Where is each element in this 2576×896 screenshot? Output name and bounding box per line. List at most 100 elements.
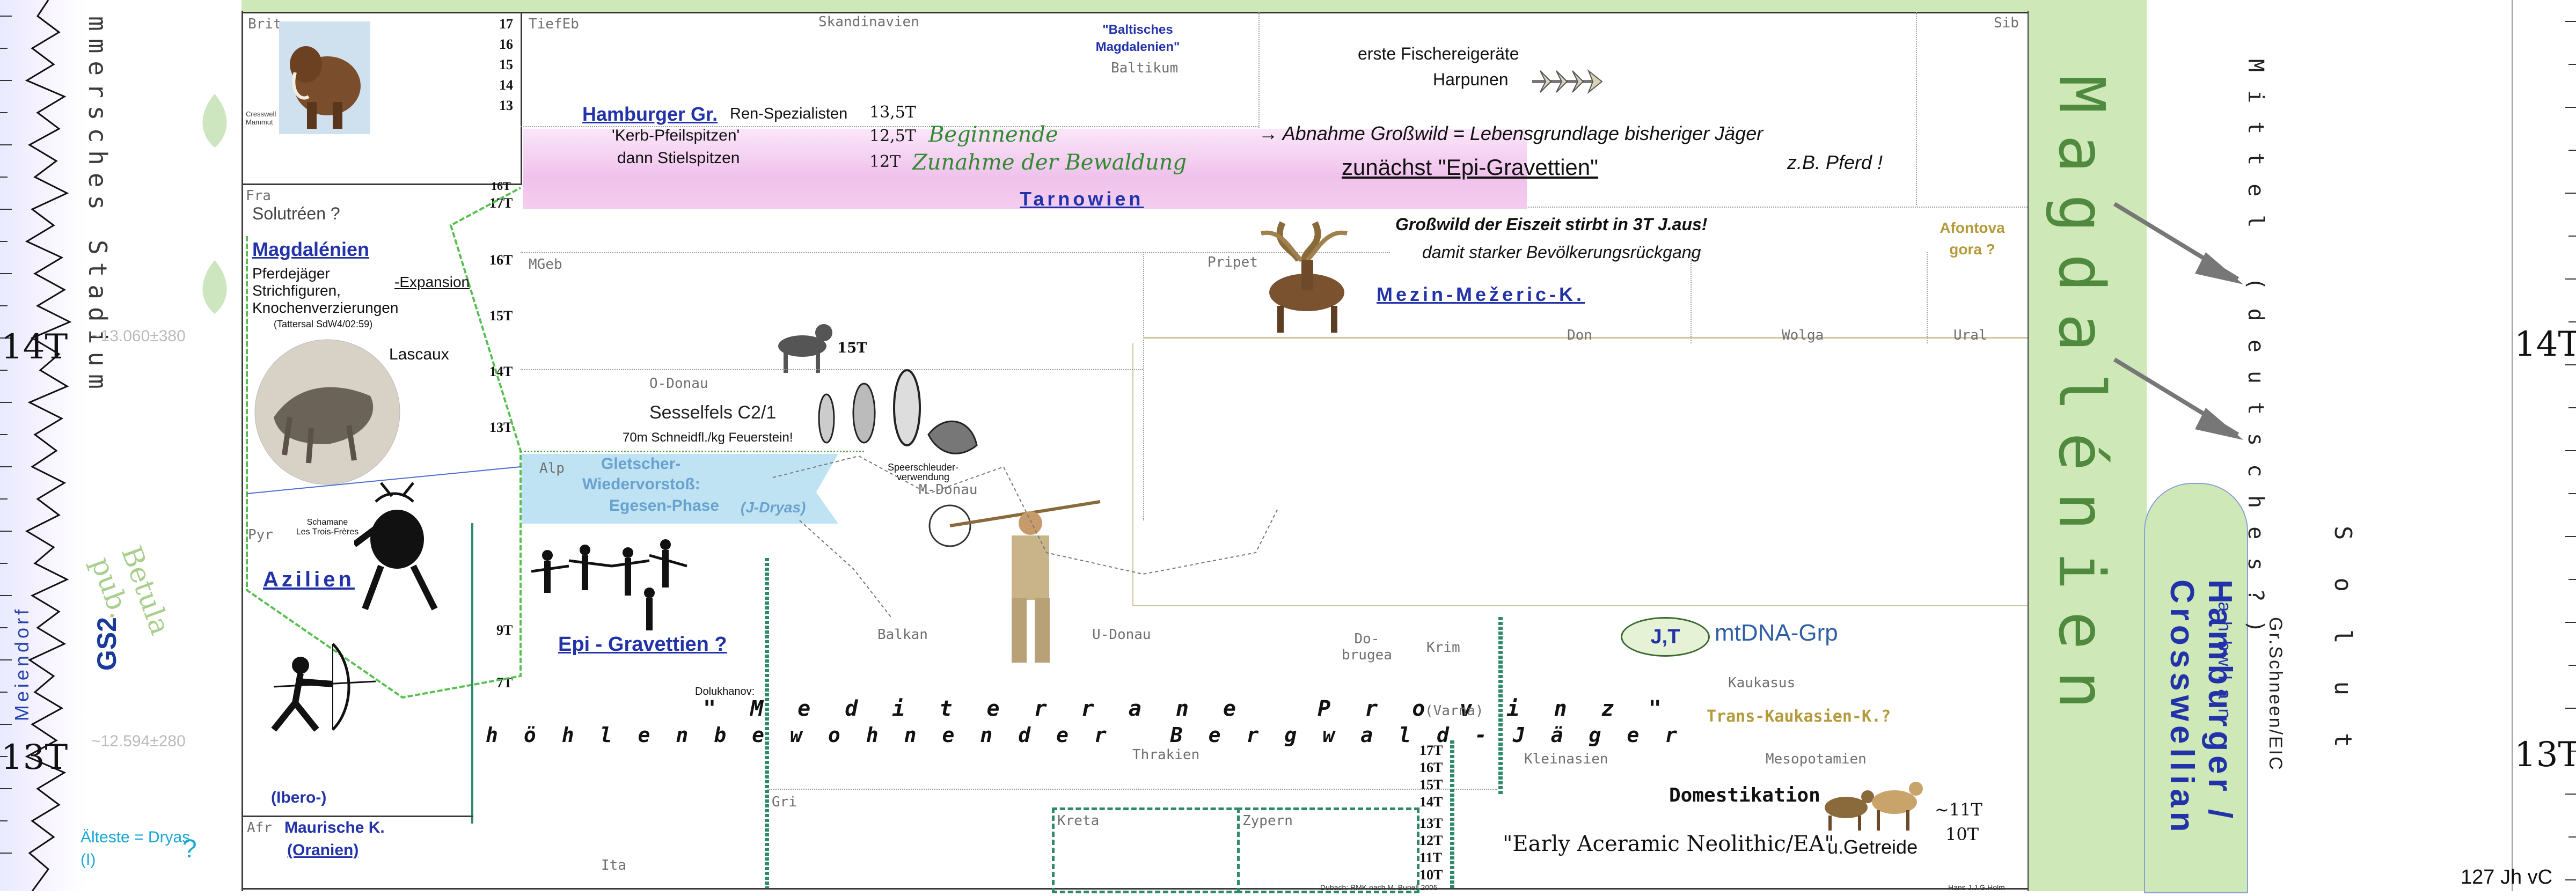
dog-time: 15T — [837, 340, 867, 356]
magdalenien-title[interactable]: Magdalénien — [252, 238, 370, 260]
left-time-3: 16T — [489, 252, 513, 268]
fisch-line2: Harpunen — [1433, 70, 1509, 89]
right-ruler — [2512, 0, 2576, 891]
brit-number: 15 — [499, 57, 513, 72]
bewaldung-line2: Zunahme der Bewaldung — [912, 150, 1187, 175]
divider — [1690, 252, 1692, 343]
gletscher-l1: Gletscher- — [601, 455, 681, 473]
region-zypern: Zypern — [1242, 813, 1293, 829]
divider — [1258, 207, 2028, 208]
region-sib: Sib — [1994, 15, 2019, 31]
archer-image — [271, 643, 376, 732]
value-12594: ~12.594±280 — [91, 732, 186, 750]
region-ural: Ural — [1953, 327, 1987, 343]
divider — [241, 816, 473, 817]
ibero-link[interactable]: (Ibero-) — [271, 789, 327, 806]
gr-schneen-vertical: Gr.Schneen/EIC — [2265, 617, 2286, 772]
region-wolga: Wolga — [1782, 327, 1824, 343]
region-kreta: Kreta — [1057, 813, 1100, 829]
leaf-icon — [202, 260, 227, 314]
lascaux-label: Lascaux — [389, 346, 449, 363]
epi-gravettien-link[interactable]: Epi - Gravettien ? — [558, 633, 727, 656]
right-time-a4: 14T — [1419, 794, 1443, 810]
left-time-7: 9T — [496, 622, 513, 638]
trans-kaukasien: Trans-Kaukasien-K.? — [1707, 707, 1891, 726]
baltisches-label[interactable]: "Baltisches Magdalenien" — [1095, 23, 1180, 54]
hoehlen-label: höhlenbewohnender Bergwald-Jäger — [486, 723, 1703, 747]
region-o-donau: O-Donau — [649, 376, 708, 392]
magdalenien-green-border — [246, 187, 522, 699]
divider — [521, 451, 864, 452]
mediterrane-label: "Mediterrane Provinz" — [703, 696, 1696, 721]
stadium-vertical-text: mmersches Stadium — [83, 16, 112, 396]
region-pripet: Pripet — [1208, 254, 1258, 270]
bewaldung-line1: Beginnende — [928, 122, 1058, 147]
value-13060: ~13.060±380 — [91, 327, 186, 345]
region-m-donau: M-Donau — [919, 482, 978, 498]
label-13t-left: 13T — [1, 738, 68, 777]
lascaux-image — [254, 339, 400, 485]
mezin-link[interactable]: Mezin-Mežeric-K. — [1377, 283, 1585, 305]
region-baltikum: Baltikum — [1111, 60, 1179, 76]
divider — [241, 183, 521, 185]
divider — [767, 789, 1497, 790]
right-time-b1: 13T — [1419, 816, 1443, 831]
left-time-6: 13T — [489, 420, 513, 435]
time-10t: 10T — [1945, 824, 1979, 844]
schneid-label: 70m Schneidfl./kg Feuerstein! — [623, 430, 793, 445]
alp-box — [522, 454, 838, 524]
right-ruler-ticks — [2565, 21, 2576, 880]
region-mgeb: MGeb — [529, 256, 562, 273]
east-empty-box — [1132, 343, 2028, 606]
region-thrakien: Thrakien — [1132, 747, 1200, 763]
map-bottom-border — [241, 888, 2029, 890]
harpoon-icon — [1532, 69, 1603, 94]
maurische-l1[interactable]: Maurische K. — [284, 819, 385, 836]
brit-numbers: 17 16 15 14 13 — [499, 14, 521, 116]
hamburger-title[interactable]: Hamburger Gr. — [582, 103, 718, 125]
azilien-link[interactable]: Azilien — [263, 568, 355, 591]
pink-band — [523, 129, 1527, 209]
divider — [1916, 12, 1917, 205]
region-dobrugea: Do- brugea — [1342, 631, 1392, 663]
tarnowien-link[interactable]: Tarnowien — [1020, 188, 1144, 210]
right-time-a1: 17T — [1419, 743, 1443, 758]
dryas-question: ? — [182, 835, 197, 863]
brit-number: 17 — [499, 16, 513, 32]
afontova-label: Afontova gora ? — [1940, 219, 2005, 258]
region-krim: Krim — [1426, 640, 1460, 656]
region-brit: Brit — [248, 16, 282, 32]
right-time-b3: 11T — [1419, 850, 1442, 865]
region-mesopotamien: Mesopotamien — [1766, 751, 1867, 767]
divider — [1258, 12, 1260, 205]
divider — [1498, 617, 1503, 794]
dancers-image — [531, 539, 687, 630]
solutreen-label: Solutréen ? — [252, 204, 340, 223]
magdalenien-ref: (Tattersal SdW4/02:59) — [274, 319, 373, 329]
region-balkan: Balkan — [877, 627, 928, 643]
mittel-vertical: Mittel (deutsches?) — [2243, 59, 2268, 651]
shaman-image — [354, 482, 438, 611]
brit-number: 13 — [499, 98, 513, 113]
region-gri: Gri — [772, 794, 797, 810]
sesselfels-label: Sesselfels C2/1 — [649, 402, 777, 423]
region-ita: Ita — [601, 857, 626, 873]
schamane-label: Schamane Les Trois-Frères — [296, 518, 359, 537]
gletscher-dryas: (J-Dryas) — [741, 499, 806, 516]
region-skandinavien: Skandinavien — [818, 14, 919, 30]
top-green-band — [241, 0, 2029, 13]
label-13t-right: 13T — [2514, 735, 2576, 775]
magdalenien-big-vertical: Magdalénien — [2045, 75, 2119, 731]
deer-image — [1261, 221, 1348, 333]
left-time-8: 7T — [496, 675, 513, 691]
right-panel: Magdalénien Hamburger / Crosswellian la … — [2029, 0, 2576, 893]
maurische-l2[interactable]: (Oranien) — [287, 841, 359, 859]
epi-grav-quote: zunächst "Epi-Gravettien" — [1342, 155, 1599, 180]
right-time-a2: 16T — [1419, 760, 1443, 775]
dolukhanov-label: Dolukhanov: — [695, 686, 755, 697]
pferd-text: z.B. Pferd ! — [1787, 151, 1883, 173]
divider — [1143, 252, 1144, 520]
region-afr: Afr — [247, 820, 272, 836]
grosswild-line1: Großwild der Eiszeit stirbt in 3T J.aus! — [1395, 215, 1708, 234]
right-time-b4: 10T — [1419, 867, 1443, 883]
